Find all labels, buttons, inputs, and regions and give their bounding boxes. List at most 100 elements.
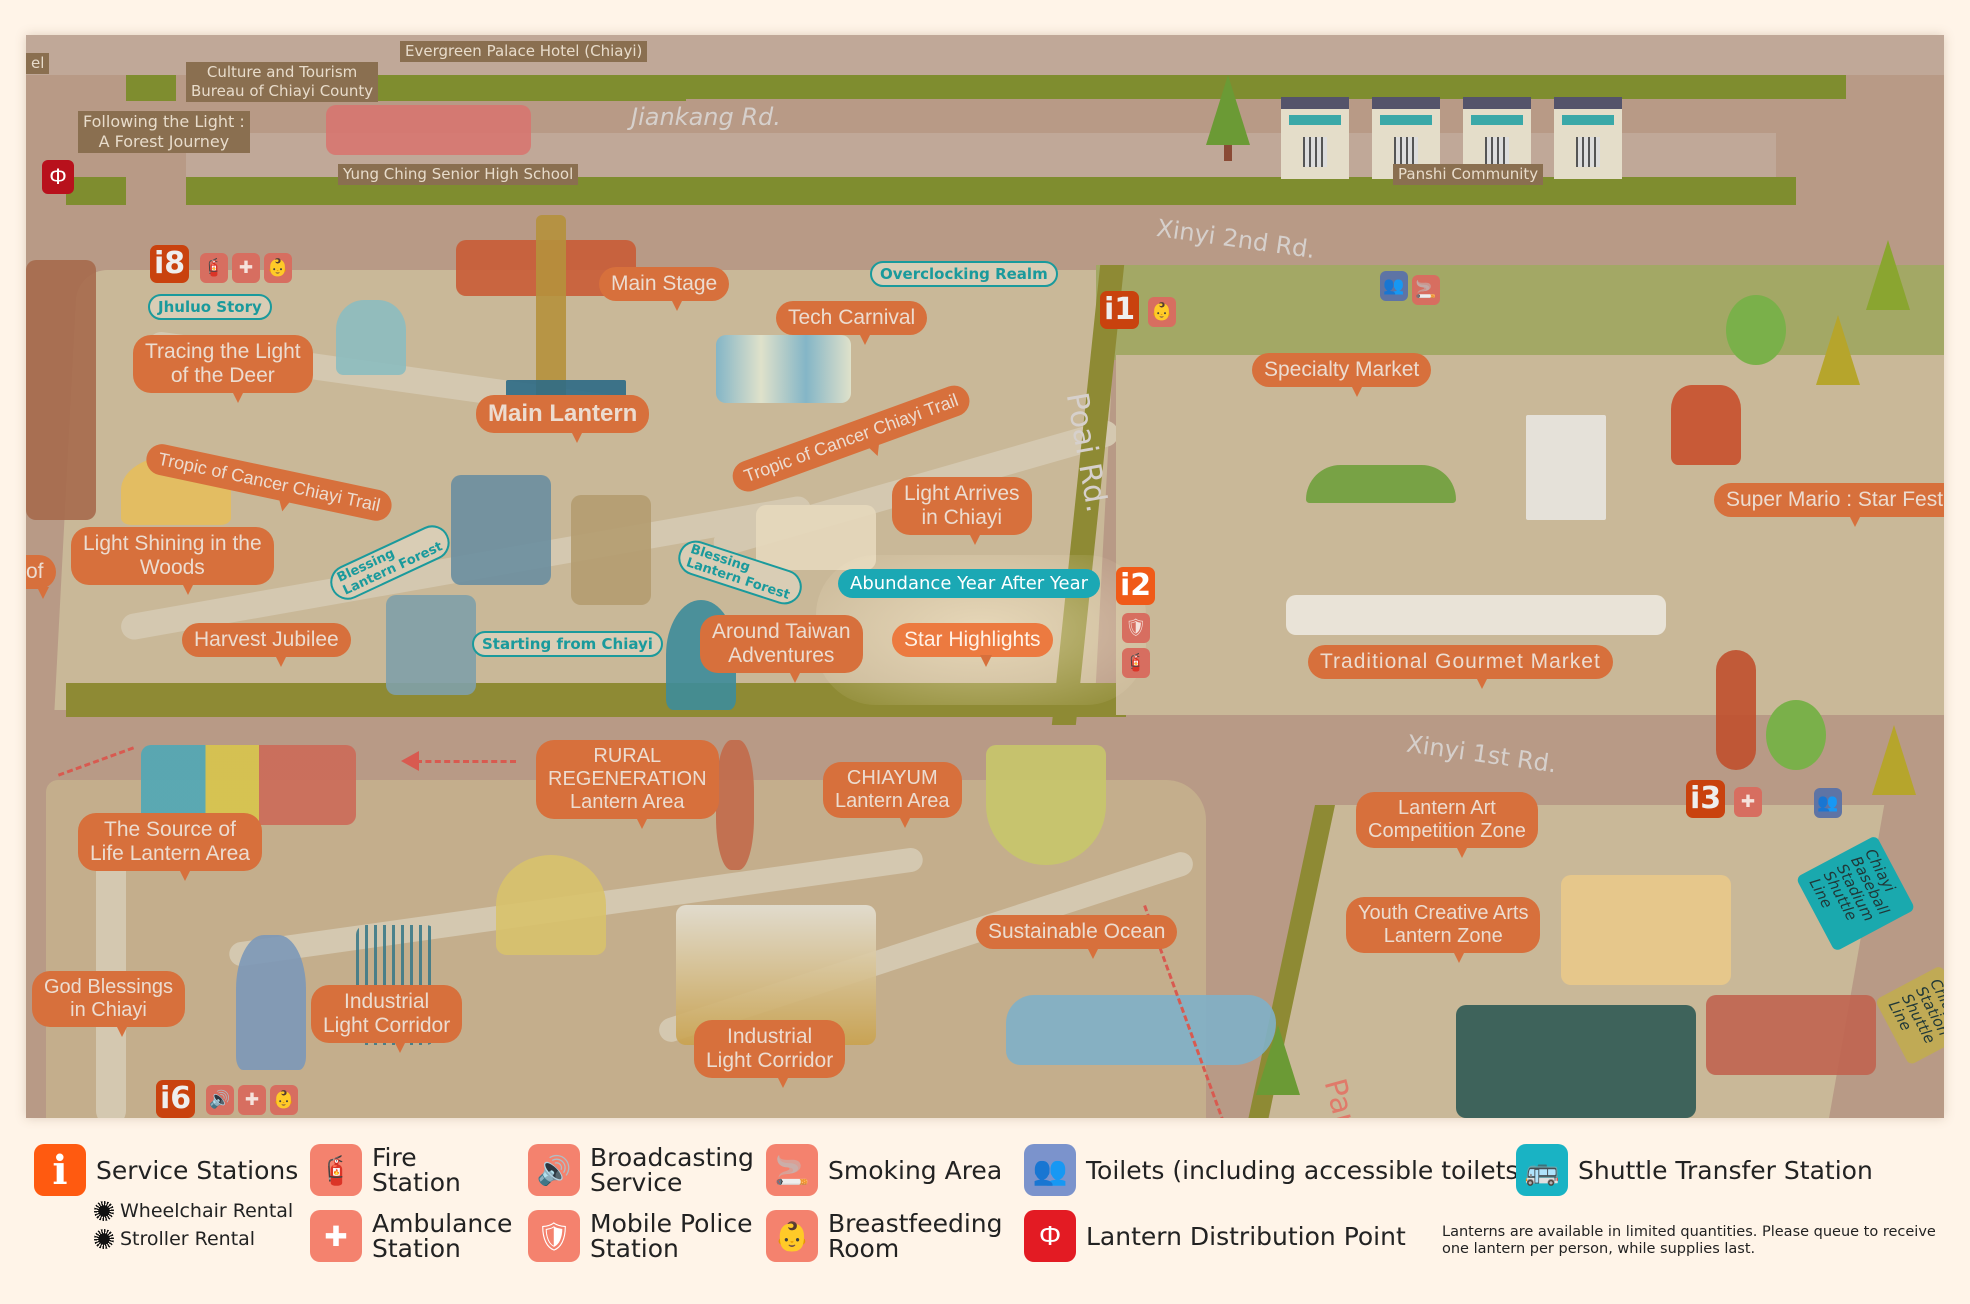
label-line: A Forest Journey (98, 132, 230, 151)
broadcasting-icon[interactable]: 🔊 (206, 1085, 234, 1115)
label-god-blessings[interactable]: God Blessings in Chiayi (32, 971, 185, 1037)
label-line: The Source of (104, 818, 236, 841)
label-abundance-highlighted[interactable]: Abundance Year After Year (838, 569, 1100, 598)
road-jiankang: Jiankang Rd. (631, 103, 781, 131)
service-station-i8[interactable]: i8 (150, 245, 190, 283)
lantern-icon: Φ (1024, 1210, 1076, 1262)
label-line: Lantern Area (570, 791, 685, 813)
label-super-mario[interactable]: Super Mario : Star Festi (1714, 483, 1944, 528)
label-line: Adventures (728, 644, 835, 668)
ambulance-icon[interactable]: ✚ (232, 253, 260, 283)
road-xinyi-1st: Xinyi 1st Rd. (1404, 729, 1559, 779)
label-source-of-life[interactable]: The Source of Life Lantern Area (78, 813, 262, 882)
label-line: of the Deer (170, 364, 275, 388)
stroller-rental-icon (94, 1229, 114, 1249)
label-gourmet-market[interactable]: Traditional Gourmet Market (1308, 645, 1613, 690)
service-station-i2[interactable]: i2 (1116, 567, 1156, 605)
tree (1766, 700, 1826, 770)
fire-station-icon[interactable]: 🧯 (1122, 648, 1150, 678)
label-light-woods[interactable]: Light Shining in the Woods (71, 527, 274, 596)
rainbow-horse-art (496, 855, 606, 955)
breastfeeding-icon[interactable]: 👶 (264, 253, 292, 283)
aboriginal-hut (26, 260, 96, 520)
label-jhuluo-story[interactable]: Jhuluo Story (148, 294, 272, 320)
service-station-i1[interactable]: i1 (1100, 291, 1140, 329)
youth-book-art (1561, 875, 1731, 985)
toilets-icon[interactable]: 👥 (1380, 271, 1408, 301)
label-lantern-art-competition[interactable]: Lantern Art Competition Zone (1356, 792, 1538, 858)
label-star-highlights[interactable]: Star Highlights (892, 623, 1053, 668)
label-main-stage[interactable]: Main Stage (599, 267, 730, 312)
label-main-lantern[interactable]: Main Lantern (476, 395, 650, 443)
legend-stroller: Stroller Rental (94, 1228, 255, 1250)
ambulance-icon[interactable]: ✚ (1734, 787, 1762, 817)
mobile-police-icon[interactable]: 🛡 (1122, 613, 1150, 643)
label-starting-chiayi[interactable]: Starting from Chiayi (472, 631, 663, 657)
fire-station-icon[interactable]: 🧯 (200, 253, 228, 283)
lantern-distribution-icon[interactable]: Φ (42, 160, 74, 194)
first-aid-icon: ✚ (310, 1210, 362, 1262)
label-light-arrives[interactable]: Light Arrives in Chiayi (892, 477, 1032, 546)
label-line: Competition Zone (1368, 820, 1526, 842)
legend-label: Lantern Distribution Point (1086, 1221, 1406, 1251)
hedge (126, 75, 176, 101)
legend-label: Smoking Area (828, 1155, 1003, 1185)
label-line: Following the Light : (83, 112, 245, 131)
label-youth-creative[interactable]: Youth Creative Arts Lantern Zone (1346, 897, 1541, 963)
lantern-note: Lanterns are available in limited quanti… (1442, 1224, 1952, 1259)
breastfeeding-icon[interactable]: 👶 (270, 1085, 298, 1115)
breastfeeding-icon[interactable]: 👶 (1148, 297, 1176, 327)
label-harvest-jubilee[interactable]: Harvest Jubilee (182, 623, 351, 668)
label-around-taiwan[interactable]: Around Taiwan Adventures (700, 615, 863, 684)
service-station-i6[interactable]: i6 (156, 1080, 196, 1118)
road-xinyi-2nd: Xinyi 2nd Rd. (1154, 214, 1317, 264)
ambulance-icon[interactable]: ✚ (238, 1085, 266, 1115)
label-industrial-corridor-mid[interactable]: Industrial Light Corridor (694, 1020, 846, 1089)
source-of-life-art (141, 745, 356, 825)
label-line: Station (590, 1234, 679, 1263)
yung-ching-building (326, 105, 531, 155)
label-industrial-corridor-left[interactable]: Industrial Light Corridor (311, 985, 463, 1054)
label-line: Station (372, 1168, 461, 1197)
fire-extinguisher-icon: 🧯 (310, 1144, 362, 1196)
festival-map[interactable]: Jiankang Rd. Xinyi 2nd Rd. Xinyi 1st Rd.… (26, 35, 1944, 1118)
label-line: Industrial (727, 1025, 813, 1048)
family-figures (1671, 385, 1741, 465)
label-line: Room (828, 1234, 900, 1263)
label-line: CHIAYUM (846, 767, 938, 789)
label-tech-carnival[interactable]: Tech Carnival (776, 301, 928, 346)
rural-art (716, 740, 754, 870)
service-station-i3[interactable]: i3 (1686, 780, 1726, 818)
label-line: God Blessings (44, 976, 173, 998)
label-specialty-market[interactable]: Specialty Market (1252, 353, 1432, 398)
unicorn-art (451, 475, 551, 585)
tree (1866, 240, 1910, 310)
hedge (66, 177, 126, 205)
label-sustainable-ocean[interactable]: Sustainable Ocean (976, 915, 1178, 960)
label-rural-regeneration[interactable]: RURAL REGENERATION Lantern Area (536, 740, 719, 829)
toilets-icon[interactable]: 👥 (1814, 788, 1842, 818)
label-line: Breastfeeding (828, 1209, 1003, 1238)
smoking-area-icon[interactable]: 🚬 (1412, 275, 1440, 305)
label-station-shuttle[interactable]: Chiayi Station Shuttle Line (1874, 965, 1944, 1066)
label-edge-of[interactable]: of (26, 555, 56, 600)
route-arrow-head (401, 751, 419, 771)
tree (1872, 725, 1916, 795)
label-chiayum[interactable]: CHIAYUM Lantern Area (823, 762, 962, 828)
label-line: Broadcasting (590, 1143, 754, 1172)
label-line: REGENERATION (548, 768, 707, 790)
legend-label: Stroller Rental (120, 1228, 256, 1250)
main-lantern-tower (536, 215, 566, 405)
service-station-icon: i (34, 1144, 86, 1196)
label-line: in Chiayi (921, 506, 1003, 530)
market-tents (1286, 595, 1666, 635)
label-tracing-deer[interactable]: Tracing the Light of the Deer (133, 335, 313, 404)
tree-trunk (1224, 145, 1232, 161)
label-overclocking-realm[interactable]: Overclocking Realm (870, 261, 1058, 287)
legend-label: Shuttle Transfer Station (1578, 1155, 1873, 1185)
